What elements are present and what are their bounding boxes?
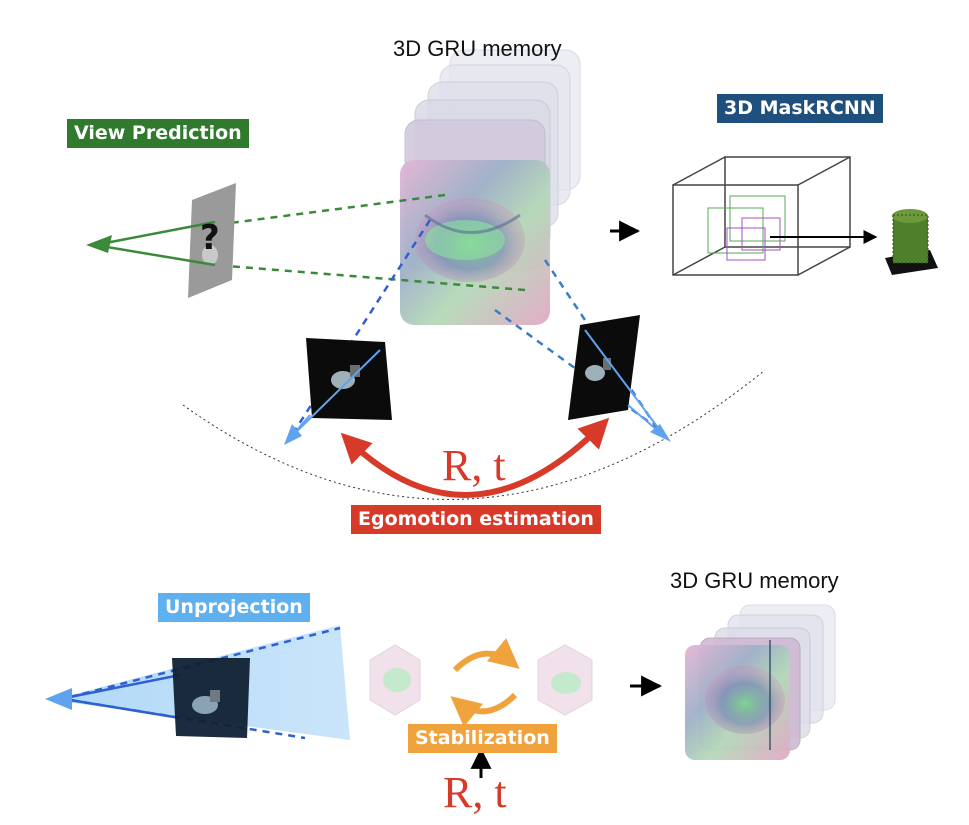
unprojected-feature-cube [369, 644, 421, 716]
egomotion-label: Egomotion estimation [351, 505, 601, 534]
top-memory-title: 3D GRU memory [393, 36, 562, 61]
unprojection-camera-arrowhead [45, 688, 72, 710]
stabilization-label: Stabilization [408, 724, 557, 753]
predicted-view-plane [188, 183, 236, 298]
right-camera-arrowhead [650, 424, 671, 442]
maskrcnn-wireframe-cube [672, 156, 851, 276]
view-camera-arrowhead [86, 235, 112, 253]
segmented-voxel-object [885, 209, 938, 275]
unprojection-label: Unprojection [158, 593, 310, 622]
bottom-rt-label: R, t [443, 768, 507, 817]
left-camera-ray-a [288, 219, 432, 439]
stabilization-cycle-top [452, 638, 520, 673]
bottom-memory-title: 3D GRU memory [670, 568, 839, 593]
stabilization-cycle-bottom [450, 692, 518, 727]
memory-cube-stack [400, 49, 581, 325]
left-camera-arrowhead [284, 424, 302, 445]
top-rt-label: R, t [442, 441, 506, 490]
view-camera-ray-top [94, 220, 216, 247]
bottom-memory-cube-stack [685, 604, 836, 760]
trajectory-arc [182, 369, 766, 500]
question-mark: ? [200, 218, 220, 258]
maskrcnn-label: 3D MaskRCNN [717, 94, 883, 123]
detection-boxes [707, 195, 786, 261]
stabilized-feature-cube [537, 644, 593, 716]
egomotion-arrow [340, 417, 610, 498]
view-prediction-label: View Prediction [67, 119, 249, 148]
view-camera-ray-bottom [94, 243, 216, 267]
